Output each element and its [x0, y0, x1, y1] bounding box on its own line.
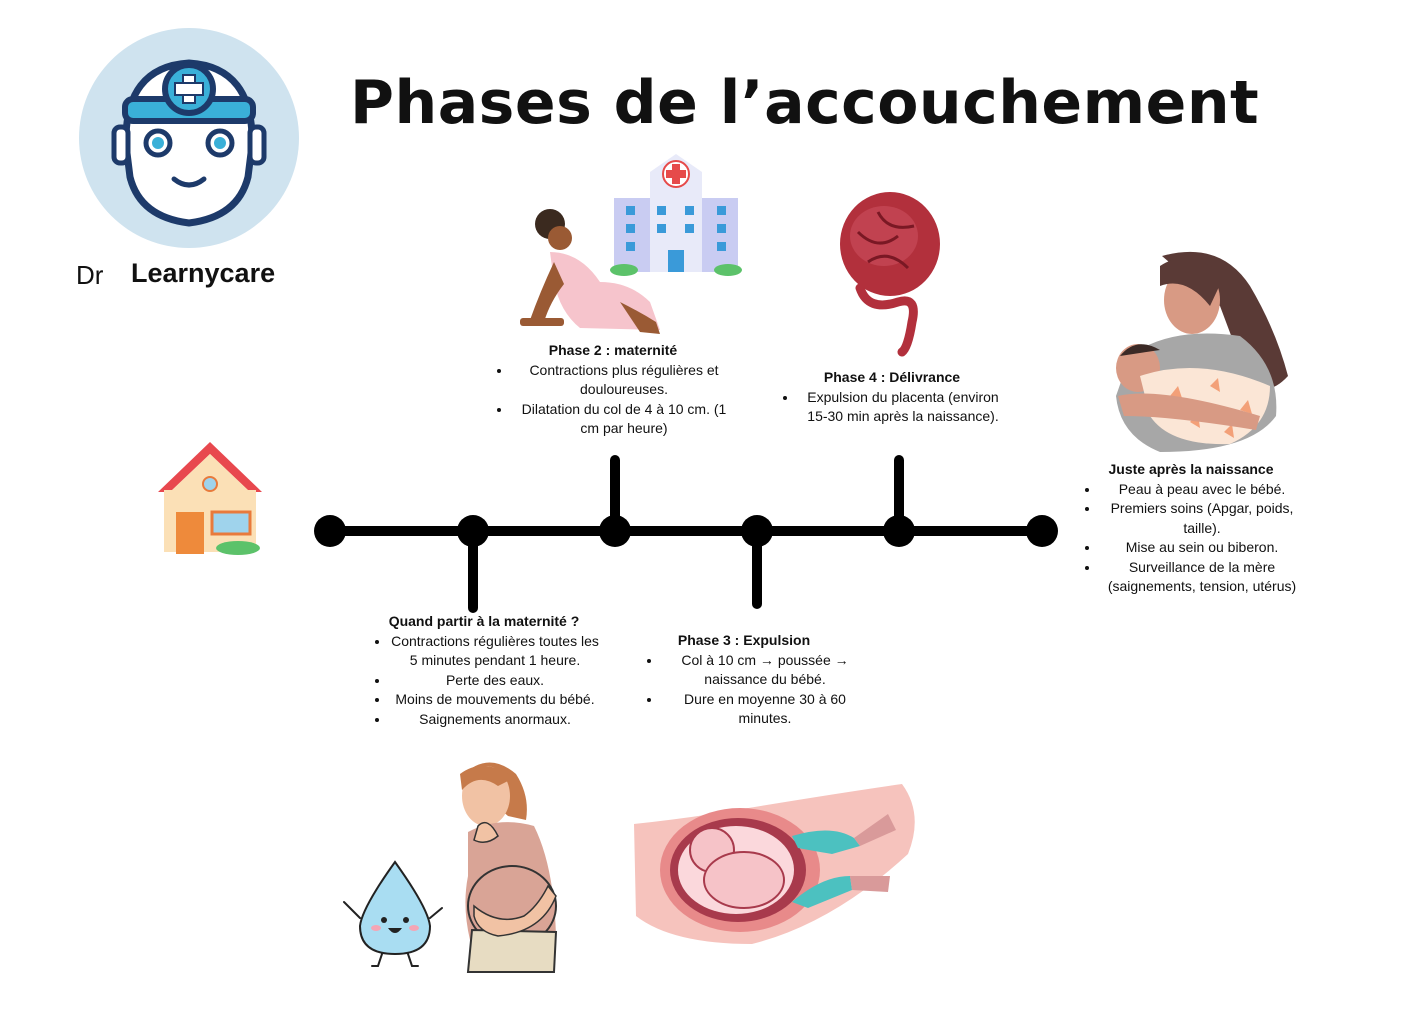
block-phase3: Phase 3 : Expulsion Col à 10 cm → poussé…	[640, 631, 868, 729]
block-depart: Quand partir à la maternité ? Contractio…	[368, 612, 600, 729]
timeline-node-phase3	[741, 515, 773, 547]
pregnant-woman-icon	[460, 762, 558, 973]
list-item: Dure en moyenne 30 à 60 minutes.	[662, 690, 868, 729]
phase3-heading: Phase 3 : Expulsion	[677, 632, 811, 648]
timeline-node-phase2	[599, 515, 631, 547]
depart-heading: Quand partir à la maternité ?	[388, 613, 580, 629]
laboring-woman-icon	[520, 209, 660, 334]
water-drop-icon	[343, 860, 443, 967]
timeline-node-phase4	[883, 515, 915, 547]
list-item: Contractions régulières toutes les 5 min…	[390, 632, 600, 671]
list-item: Saignements anormaux.	[390, 710, 600, 730]
list-item: Mise au sein ou biberon.	[1100, 538, 1304, 558]
house-icon	[158, 442, 262, 555]
list-item: Contractions plus régulières et douloure…	[512, 361, 736, 400]
list-item: Moins de mouvements du bébé.	[390, 690, 600, 710]
brand-prefix: Dr	[76, 260, 104, 290]
placenta-icon	[840, 192, 940, 357]
hospital-icon	[610, 154, 742, 276]
list-item: Peau à peau avec le bébé.	[1100, 480, 1304, 500]
mother-baby-icon	[1116, 251, 1288, 452]
list-item: Perte des eaux.	[390, 671, 600, 691]
apres-heading: Juste après la naissance	[1108, 461, 1274, 477]
timeline-node-start	[314, 515, 346, 547]
page-title: Phases de l’accouchement	[350, 68, 1260, 138]
timeline-node-depart	[457, 515, 489, 547]
block-phase4: Phase 4 : Délivrance Expulsion du placen…	[776, 368, 1008, 427]
phase2-list: Contractions plus régulières et douloure…	[490, 361, 736, 439]
block-apres: Juste après la naissance Peau à peau ave…	[1078, 460, 1304, 597]
depart-list: Contractions régulières toutes les 5 min…	[368, 632, 600, 730]
list-item: Col à 10 cm → poussée → naissance du béb…	[662, 651, 868, 690]
phase4-list: Expulsion du placenta (environ 15-30 min…	[776, 388, 1008, 427]
list-item: Surveillance de la mère (saignements, te…	[1100, 558, 1304, 597]
doctor-robot-logo-icon	[79, 28, 299, 248]
list-item: Dilatation du col de 4 à 10 cm. (1 cm pa…	[512, 400, 736, 439]
phase2-heading: Phase 2 : maternité	[548, 342, 678, 358]
fetus-birth-icon	[634, 784, 915, 944]
list-item: Premiers soins (Apgar, poids, taille).	[1100, 499, 1304, 538]
phase3-list: Col à 10 cm → poussée → naissance du béb…	[640, 651, 868, 729]
brand-name: Learnycare	[131, 258, 276, 288]
block-phase2: Phase 2 : maternité Contractions plus ré…	[490, 341, 736, 439]
phase4-heading: Phase 4 : Délivrance	[823, 369, 961, 385]
list-item: Expulsion du placenta (environ 15-30 min…	[798, 388, 1008, 427]
apres-list: Peau à peau avec le bébé. Premiers soins…	[1078, 480, 1304, 597]
timeline-node-end	[1026, 515, 1058, 547]
